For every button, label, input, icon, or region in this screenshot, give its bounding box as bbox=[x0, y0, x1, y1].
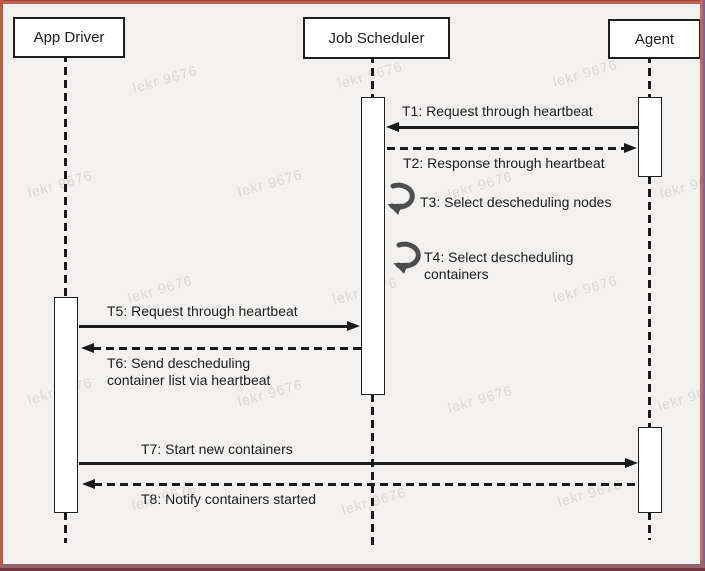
message-t1-arrowhead bbox=[386, 122, 399, 132]
actor-job-scheduler-label: Job Scheduler bbox=[328, 29, 425, 47]
message-t2-line bbox=[387, 147, 625, 150]
actor-app-driver-label: App Driver bbox=[33, 29, 105, 46]
message-t2-arrowhead bbox=[624, 143, 637, 153]
message-t7-label: T7: Start new containers bbox=[141, 441, 293, 457]
frame-border-bottom bbox=[0, 564, 705, 571]
watermark-text: lekr 9676 bbox=[445, 381, 515, 416]
message-t3-label: T3: Select descheduling nodes bbox=[420, 194, 612, 210]
actor-agent: Agent bbox=[608, 19, 701, 59]
watermark-text: lekr 9676 bbox=[657, 167, 705, 202]
watermark-text: lekr 9676 bbox=[335, 57, 405, 92]
lifeline-agent bbox=[648, 55, 651, 99]
watermark-text: lekr 9676 bbox=[25, 166, 95, 201]
message-t8-line bbox=[94, 483, 638, 486]
self-loop-icon-t4 bbox=[393, 241, 421, 274]
lifeline-app-driver bbox=[64, 54, 67, 298]
self-loop-icon-t3 bbox=[387, 182, 415, 215]
activation-bar-app-driver bbox=[54, 297, 78, 513]
frame-border-top bbox=[0, 0, 705, 4]
watermark-text: lekr 9676 bbox=[125, 271, 195, 306]
watermark-text: lekr 9676 bbox=[235, 165, 305, 200]
message-t8-label: T8: Notify containers started bbox=[141, 491, 317, 507]
message-t6-arrowhead bbox=[81, 343, 94, 353]
actor-agent-label: Agent bbox=[634, 30, 675, 48]
lifeline-app-driver bbox=[64, 512, 67, 543]
watermark-text: lekr 9676 bbox=[655, 379, 705, 414]
watermark-text: lekr 9676 bbox=[130, 61, 200, 96]
lifeline-agent bbox=[648, 176, 651, 428]
watermark-text: lekr 9676 bbox=[339, 483, 409, 518]
actor-app-driver: App Driver bbox=[13, 17, 125, 58]
frame-border-left bbox=[0, 0, 3, 571]
activation-bar-job-scheduler bbox=[361, 97, 385, 395]
message-t5-label: T5: Request through heartbeat bbox=[107, 303, 298, 319]
message-t6-label: T6: Send descheduling container list via… bbox=[107, 355, 271, 388]
watermark-text: lekr 9676 bbox=[555, 475, 625, 510]
lifeline-job-scheduler bbox=[371, 394, 374, 545]
lifeline-job-scheduler bbox=[371, 55, 374, 99]
actor-job-scheduler: Job Scheduler bbox=[303, 17, 450, 59]
activation-bar-agent-2 bbox=[638, 427, 662, 513]
message-t7-line bbox=[79, 462, 626, 465]
lifeline-agent bbox=[648, 512, 651, 540]
watermark-text: lekr 9676 bbox=[550, 55, 620, 90]
message-t1-label: T1: Request through heartbeat bbox=[402, 103, 593, 119]
message-t2-label: T2: Response through heartbeat bbox=[403, 155, 605, 171]
frame-border-right bbox=[700, 0, 705, 571]
message-t4-label: T4: Select descheduling containers bbox=[424, 249, 574, 282]
message-t7-arrowhead bbox=[625, 458, 638, 468]
message-t5-line bbox=[79, 325, 348, 328]
message-t1-line bbox=[397, 126, 638, 129]
activation-bar-agent-1 bbox=[638, 97, 662, 177]
message-t5-arrowhead bbox=[347, 321, 360, 331]
message-t6-line bbox=[93, 347, 361, 350]
message-t8-arrowhead bbox=[82, 479, 95, 489]
